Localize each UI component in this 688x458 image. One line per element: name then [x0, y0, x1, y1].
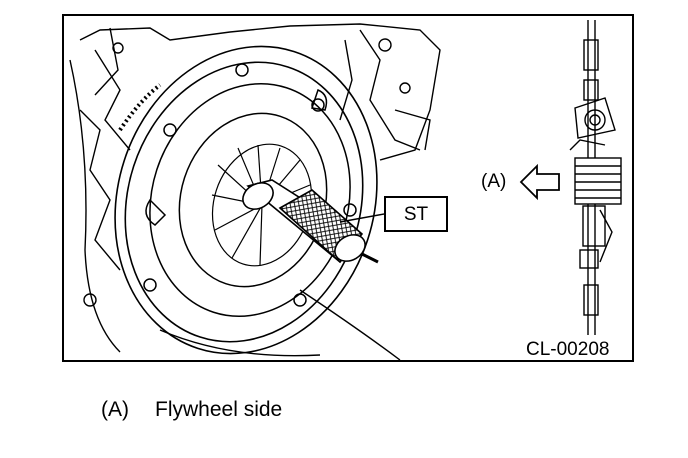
legend-key: (A): [101, 398, 129, 421]
side-view-assembly: [569, 20, 622, 335]
engine-block-drawing: [69, 23, 441, 360]
direction-marker-label: (A): [481, 171, 507, 192]
clutch-centering-tool: [242, 179, 385, 264]
legend-item: (A) Flywheel side: [101, 398, 282, 422]
figure-code: CL-00208: [526, 339, 610, 360]
special-tool-callout: ST: [384, 196, 448, 232]
legend-text: Flywheel side: [155, 398, 283, 421]
left-arrow-outline-icon: [519, 163, 560, 201]
special-tool-label: ST: [403, 203, 429, 225]
